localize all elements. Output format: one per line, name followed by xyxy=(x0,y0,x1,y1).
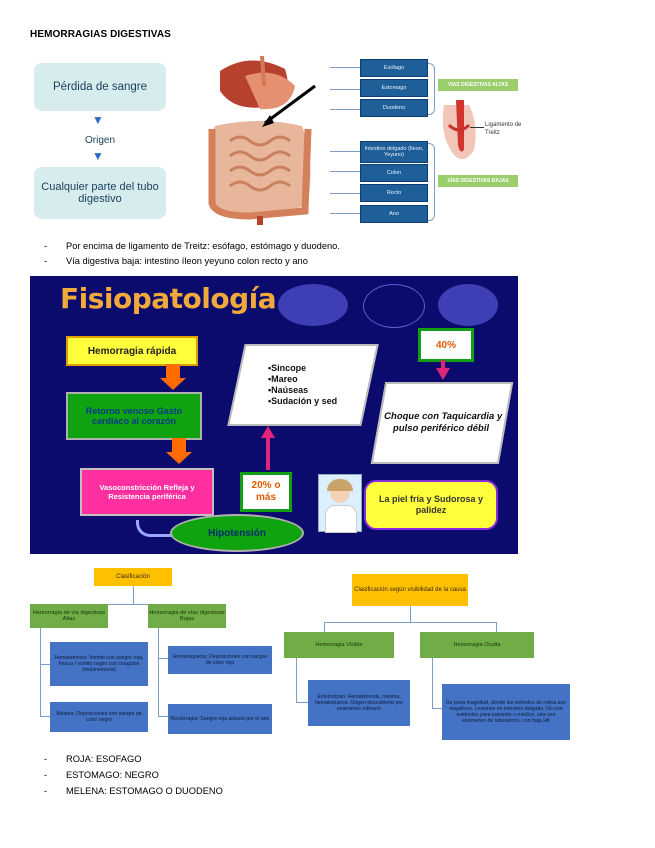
bullet-item: -Vía digestiva baja: intestino íleon yey… xyxy=(44,256,308,266)
organ-recto: Recto xyxy=(360,184,428,202)
bullet-item: -ESTOMAGO: NEGRO xyxy=(44,770,159,780)
slide-title: Fisiopatología xyxy=(60,282,277,315)
decor-circle xyxy=(278,284,348,326)
arrow-down-icon: ▼ xyxy=(92,149,104,163)
digestive-figure: Pérdida de sangre ▼ Origen ▼ Cualquier p… xyxy=(30,51,523,225)
organ-colon: Colon xyxy=(360,164,428,182)
bullet-item: -MELENA: ESTOMAGO O DUODENO xyxy=(44,786,223,796)
treitz-label: Ligamento de Treitz xyxy=(485,122,522,136)
bullet-item: -ROJA: ESOFAGO xyxy=(44,754,142,764)
visibilidad-chart: Clasificación según visibilidad de la ca… xyxy=(280,562,576,744)
box-clasificacion: Clasificación xyxy=(94,568,172,586)
box-veinte: 20% o más xyxy=(240,472,292,512)
box-rectorragia: Rectorragia: Sangre roja aislada por el … xyxy=(168,704,272,734)
box-piel: La piel fría y Sudorosa y palidez xyxy=(364,480,498,530)
arrow-up-icon xyxy=(261,426,275,438)
flow-box-cualquier: Cualquier parte del tubo digestivo xyxy=(34,167,166,219)
curved-arrow-icon xyxy=(136,520,173,537)
decor-circle xyxy=(363,284,425,328)
organ-ano: Ano xyxy=(360,205,428,223)
box-visible: Hemorragia Visible xyxy=(284,632,394,658)
organ-esofago: Esófago xyxy=(360,59,428,77)
box-vasoconstriccion: Vasoconstricción Refleja y Resistencia p… xyxy=(80,468,214,516)
box-hematemesis: Hematemesis: Vomito con sangre roja, fre… xyxy=(50,642,148,686)
box-cuarenta: 40% xyxy=(418,328,474,362)
sintoma-item: •Sudación y sed xyxy=(268,396,338,406)
child-photo xyxy=(318,474,362,533)
arrow-down-icon xyxy=(166,364,180,378)
treitz-illustration xyxy=(442,100,476,159)
box-hipotension: Hipotensión xyxy=(170,514,304,552)
organ-intestino: Intestino delgado (Ileon, Yeyuno) xyxy=(360,141,428,163)
box-alta: Hemorragia de vía digestivas Altas xyxy=(30,604,108,628)
box-hematoquecia: Hematoquecia: Deposiciones con sangre de… xyxy=(168,646,272,674)
flow-box-perdida: Pérdida de sangre xyxy=(34,63,166,111)
box-oculta-desc: De poca magnitud, donde los métodos de r… xyxy=(442,684,570,740)
box-visible-desc: Exteriorizan: Hematemesis, melena, hemat… xyxy=(308,680,410,726)
tag-vias-bajas: VÍAS DIGESTIVAS BAJAS xyxy=(438,175,518,187)
arrow-down-icon: ▼ xyxy=(92,113,104,127)
box-baja: Hemorragia de vías digestivas Bajas xyxy=(148,604,226,628)
page-title: HEMORRAGIAS DIGESTIVAS xyxy=(30,29,171,40)
digestive-tract-illustration xyxy=(190,51,330,225)
fisiopatologia-slide: Fisiopatología Hemorragia rápida Retorno… xyxy=(30,276,518,554)
box-hemorragia: Hemorragia rápida xyxy=(66,336,198,366)
flow-origen: Origen xyxy=(84,135,115,146)
box-choque: Choque con Taquicardia y pulso periféric… xyxy=(370,382,514,464)
tag-vias-altas: VÍAS DIGESTIVAS ALTAS xyxy=(438,79,518,91)
sintoma-item: •Sincope xyxy=(268,363,307,373)
decor-circle xyxy=(438,284,498,326)
organ-estomago: Estomago xyxy=(360,79,428,97)
box-melena: Melena: Deposiciones con sangre de color… xyxy=(50,702,148,732)
arrow-down-icon xyxy=(436,368,450,380)
arrow-down-icon xyxy=(172,438,186,452)
clasificacion-chart: Clasificación Hemorragia de vía digestiv… xyxy=(28,562,276,740)
box-oculta: Hemorragia Oculta xyxy=(420,632,534,658)
box-sintomas: •Sincope •Mareo •Naúseas •Sudación y sed xyxy=(227,344,379,426)
bullet-item: -Por encima de ligamento de Treitz: esóf… xyxy=(44,241,340,251)
organ-duodeno: Duodeno xyxy=(360,99,428,117)
box-retorno: Retorno venoso Gasto cardiaco al corazón xyxy=(66,392,202,440)
sintoma-item: •Naúseas xyxy=(268,385,309,395)
sintoma-item: •Mareo xyxy=(268,374,299,384)
box-clasif-visibilidad: Clasificación según visibilidad de la ca… xyxy=(352,574,468,606)
